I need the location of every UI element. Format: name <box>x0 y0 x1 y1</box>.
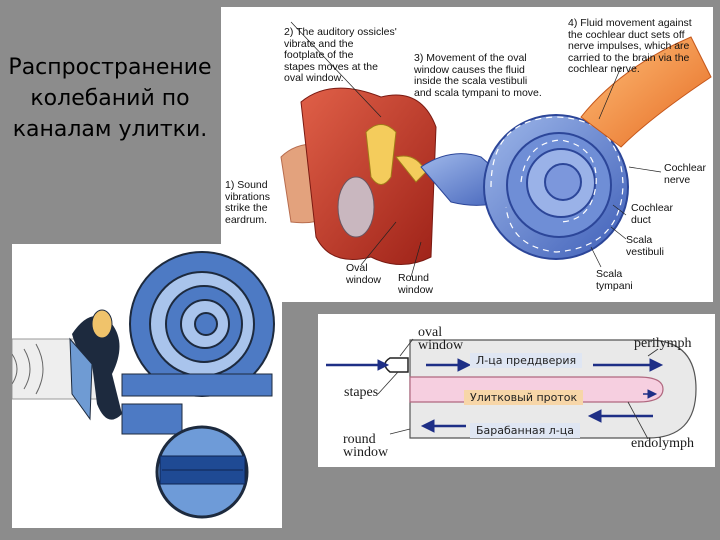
eardrum <box>337 176 375 238</box>
oval-window-label: Oval window <box>346 262 382 286</box>
scala-tympani-label: Scala tympani <box>596 268 633 292</box>
slide-title: Распространение колебаний по каналам ули… <box>8 55 212 142</box>
oval-window-shape <box>384 357 409 373</box>
cochlear-duct-tag: Улитковый проток <box>464 390 584 405</box>
uncoiled-cochlea-diagram: oval window stapes round window perilymp… <box>318 314 715 467</box>
cochlear-nerve-label: Cochlear nerve <box>664 162 707 186</box>
eardrum-shape <box>69 337 93 421</box>
oval-window-label: oval window <box>418 325 464 353</box>
spiral-tube <box>129 251 275 397</box>
cochlea-schematic-illustration <box>12 251 275 519</box>
lower-tube <box>121 403 183 435</box>
ossicle-chain <box>72 316 122 420</box>
endolymph-label: endolymph <box>631 436 694 451</box>
step1-label: 1) Sound vibrations strike the eardrum. <box>225 179 270 226</box>
perilymph-label: perilymph <box>634 336 692 351</box>
vestibule-tag: Л-ца преддверия <box>470 353 583 368</box>
step4-label: 4) Fluid movement against the cochlear d… <box>568 17 692 75</box>
cochlea-schematic <box>12 244 282 528</box>
cochlear-nerve <box>580 36 712 148</box>
ear-illustration <box>280 21 712 278</box>
round-window-label: Round window <box>398 272 434 296</box>
tympani-tag: Барабанная л-ца <box>470 423 581 438</box>
round-window-label: round window <box>343 432 389 460</box>
middle-ear-wall <box>300 87 437 265</box>
upper-tube <box>121 373 273 397</box>
scala-vestibuli-label: Scala vestibuli <box>626 234 664 258</box>
ear-anatomy-diagram: 2) The auditory ossicles' vibrate and th… <box>221 7 713 302</box>
step2-label: 2) The auditory ossicles' vibrate and th… <box>284 26 397 84</box>
cochlea-spiral <box>420 114 629 260</box>
stapes-label: stapes <box>344 385 379 400</box>
cochlear-duct-label: Cochlear duct <box>631 202 674 226</box>
step3-label: 3) Movement of the oval window causes th… <box>414 52 542 99</box>
